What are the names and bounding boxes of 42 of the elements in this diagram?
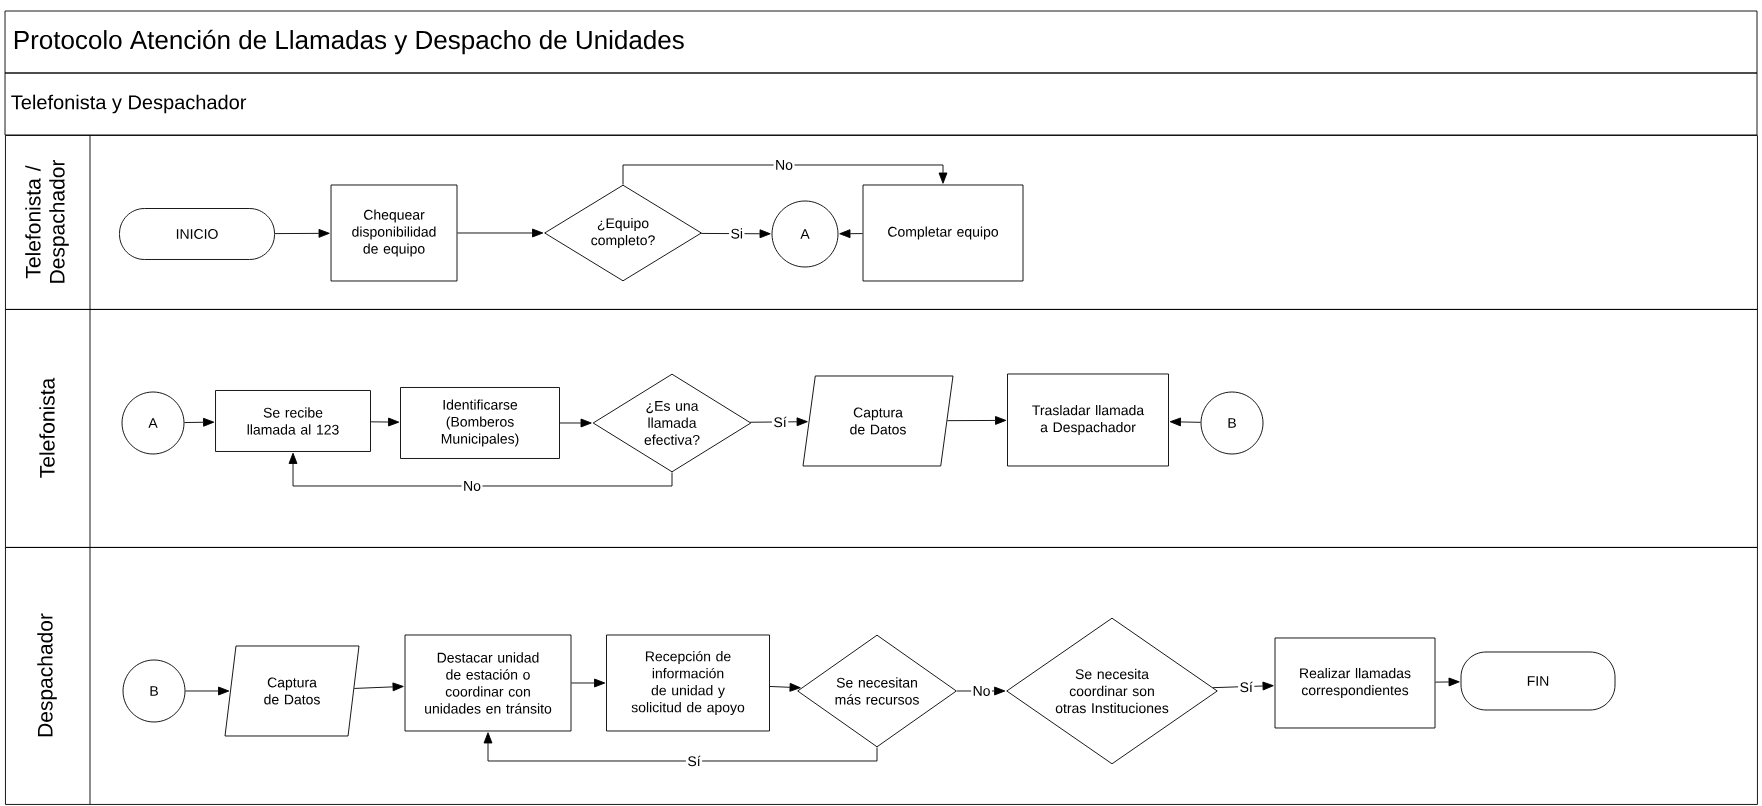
arrow: [749, 417, 808, 427]
lane-label: Telefonista / Despachador: [25, 159, 69, 283]
data-parallelogram: Captura de Datos: [802, 375, 954, 467]
arrow: [1212, 681, 1274, 691]
process-box: Destacar unidad de estación o coordinar con unidades en tránsito: [404, 634, 572, 732]
arrow: [370, 417, 400, 427]
edge-label: No: [971, 684, 992, 698]
lane-label: Telefonista: [39, 377, 55, 478]
edge-label: Sí: [685, 754, 703, 768]
arrow: [457, 228, 544, 238]
arrow: [700, 229, 771, 239]
lane-label: Despachador: [37, 613, 57, 737]
process-box: Realizar llamadas correspondientes: [1274, 637, 1436, 729]
arrow: [571, 678, 606, 688]
process-box: Chequear disponibilidad de equipo: [330, 184, 458, 282]
arrow: [274, 228, 330, 238]
edge-label: Sí: [771, 415, 789, 429]
process-box: Identificarse (Bomberos Municipales): [400, 387, 560, 459]
arrow: [353, 682, 404, 692]
arrow: [839, 229, 863, 239]
arrow: [483, 732, 878, 762]
edge-label: No: [773, 158, 795, 172]
edge-label: Si: [729, 226, 745, 241]
edge-label: Sí: [1238, 680, 1255, 694]
arrow: [769, 682, 801, 692]
arrow: [946, 416, 1007, 425]
arrow: [1435, 677, 1460, 687]
process-box: Completar equipo: [862, 184, 1024, 282]
arrow: [1169, 417, 1201, 427]
edge-label: No: [461, 479, 483, 493]
arrow: [184, 417, 215, 427]
arrow: [185, 686, 230, 696]
data-parallelogram: Captura de Datos: [224, 645, 360, 737]
arrow: [622, 164, 948, 185]
process-box: Trasladar llamada a Despachador: [1007, 373, 1169, 467]
process-box: Se recibe llamada al 123: [215, 390, 371, 452]
arrow: [559, 418, 592, 428]
arrow: [288, 452, 673, 487]
header-band: Telefonista y Despachador: [4, 72, 1758, 136]
title-band: Protocolo Atención de Llamadas y Despacho de Unidades: [4, 10, 1758, 74]
arrow: [956, 686, 1006, 696]
process-box: Recepción de información de unidad y solicitud de apoyo: [606, 634, 770, 732]
